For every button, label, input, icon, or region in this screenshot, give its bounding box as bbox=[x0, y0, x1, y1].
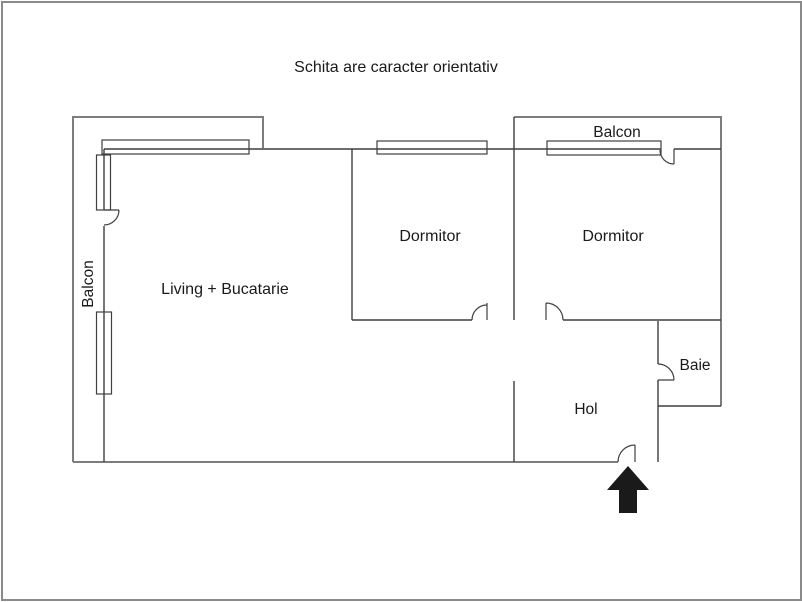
left-balcony-outline bbox=[72, 116, 264, 462]
baie-door bbox=[657, 363, 675, 381]
living-top-window bbox=[101, 139, 250, 155]
room-label-dormitor-right: Dormitor bbox=[582, 228, 644, 245]
room-label-living: Living + Bucatarie bbox=[161, 281, 289, 298]
dormitor-left-window bbox=[376, 140, 488, 155]
room-label-hol: Hol bbox=[574, 401, 597, 418]
room-label-dormitor-left: Dormitor bbox=[399, 228, 461, 245]
living-balcony-door bbox=[103, 209, 120, 226]
balcony-right-window bbox=[546, 140, 662, 156]
balcony-right-door bbox=[659, 149, 675, 165]
living-left-upper-window bbox=[95, 154, 112, 211]
room-label-baie: Baie bbox=[679, 357, 710, 374]
entrance-door bbox=[617, 444, 636, 463]
plan-title: Schita are caracter orientativ bbox=[294, 59, 498, 76]
dormitor-right-door bbox=[545, 302, 564, 321]
room-label-balcon-left: Balcon bbox=[80, 260, 97, 307]
dormitor-left-door bbox=[471, 303, 488, 321]
living-left-lower-window bbox=[95, 311, 113, 395]
room-label-balcon-top: Balcon bbox=[593, 124, 640, 141]
entrance-arrow-icon bbox=[607, 466, 649, 513]
right-balcony-outline bbox=[514, 116, 722, 406]
